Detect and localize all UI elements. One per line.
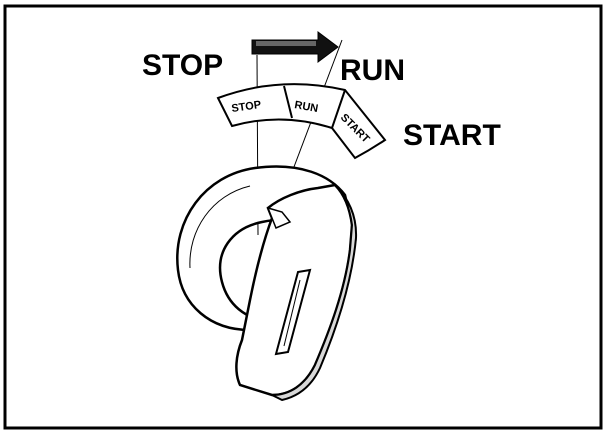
switch-dial-arc: [216, 83, 387, 160]
label-start: START: [403, 119, 501, 152]
label-run: RUN: [340, 54, 405, 87]
dial-divider-stop-run: [283, 85, 293, 119]
dial-label-stop: STOP: [231, 99, 262, 115]
key-slot: [274, 268, 312, 356]
rotation-arrow-icon: [251, 31, 339, 63]
switch-key-handle: [235, 183, 358, 402]
label-stop: STOP: [142, 49, 223, 82]
dial-label-run: RUN: [293, 99, 319, 115]
dial-divider-run-start: [331, 89, 346, 129]
